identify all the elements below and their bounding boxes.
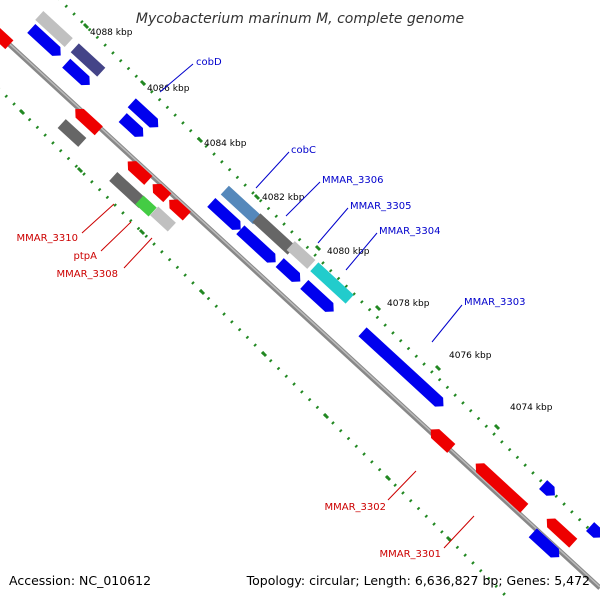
kbp-label-4084: 4084 kbp	[204, 139, 247, 149]
gene-ptpA[interactable]	[135, 195, 157, 217]
gene-MMAR_3308[interactable]	[150, 206, 176, 232]
inner-tick-e	[260, 350, 268, 358]
callout-ptpA	[100, 221, 132, 252]
tick-4076	[434, 364, 442, 372]
callout-MMAR_3308	[123, 237, 153, 269]
map-title: Mycobacterium marinum M, complete genome	[136, 11, 464, 27]
accession-text: Accession: NC_010612	[9, 573, 151, 588]
label-cobD[interactable]: cobD	[196, 57, 222, 68]
gene-feature-4071[interactable]	[586, 522, 600, 542]
inner-tick-a	[18, 108, 26, 116]
tick-4078	[374, 304, 382, 312]
gene-MMAR_3305[interactable]	[286, 241, 316, 269]
gene-MMAR_3305-lower[interactable]	[275, 258, 305, 286]
kbp-label-4078: 4078 kbp	[387, 299, 430, 309]
topology-text: Topology: circular; Length: 6,636,827 bp…	[246, 573, 590, 588]
gene-feature-4085[interactable]	[118, 113, 148, 141]
gene-feature-4072[interactable]	[528, 528, 564, 561]
gene-MMAR_3306-lower[interactable]	[236, 225, 279, 266]
inner-tick-line	[0, 87, 513, 600]
label-MMAR_3308[interactable]: MMAR_3308	[57, 269, 119, 280]
forward-callouts	[159, 63, 463, 343]
tick-4088	[82, 22, 90, 30]
callout-MMAR_3303	[431, 304, 463, 343]
gene-feature-4088d[interactable]	[62, 58, 94, 89]
label-MMAR_3302[interactable]: MMAR_3302	[325, 502, 387, 513]
gene-feature-4086r[interactable]	[71, 105, 103, 136]
tick-4074	[493, 423, 501, 431]
callout-MMAR_3302	[387, 470, 417, 501]
gene-MMAR_3303[interactable]	[358, 327, 447, 410]
gene-cobD[interactable]	[127, 98, 163, 131]
gene-MMAR_3301[interactable]	[472, 459, 529, 513]
label-MMAR_3301[interactable]: MMAR_3301	[380, 549, 442, 560]
label-MMAR_3306[interactable]: MMAR_3306	[322, 175, 384, 186]
forward-gene-labels: cobD cobC MMAR_3306 MMAR_3305 MMAR_3304 …	[196, 57, 526, 308]
callout-MMAR_3304	[345, 232, 378, 271]
gene-MMAR_3310[interactable]	[109, 172, 147, 208]
kbp-label-4088: 4088 kbp	[90, 28, 133, 38]
gene-feature-4088a[interactable]	[35, 11, 73, 47]
reverse-genes	[0, 26, 578, 548]
gene-cobC-lower[interactable]	[207, 198, 245, 234]
kbp-label-4082: 4082 kbp	[262, 193, 305, 203]
label-MMAR_3310[interactable]: MMAR_3310	[17, 233, 79, 244]
gene-feature-edge[interactable]	[0, 26, 14, 50]
label-MMAR_3305[interactable]: MMAR_3305	[350, 201, 412, 212]
inner-tick-d	[198, 288, 206, 296]
gene-cobC[interactable]	[220, 185, 262, 225]
gene-feature-4072r[interactable]	[543, 514, 578, 548]
label-ptpA[interactable]: ptpA	[74, 251, 98, 262]
gene-feature-4073[interactable]	[539, 480, 559, 500]
kbp-label-4080: 4080 kbp	[327, 247, 370, 257]
callout-MMAR_3310	[81, 203, 115, 234]
kbp-label-4076: 4076 kbp	[449, 351, 492, 361]
tick-4082	[253, 193, 261, 201]
tick-4080	[314, 244, 322, 252]
label-MMAR_3304[interactable]: MMAR_3304	[379, 226, 441, 237]
forward-genes	[27, 11, 600, 561]
kbp-label-4086: 4086 kbp	[147, 84, 190, 94]
inner-tick-c	[138, 228, 146, 236]
gene-feature-4088c[interactable]	[70, 43, 106, 77]
callout-cobD	[159, 63, 194, 93]
callout-MMAR_3305	[317, 207, 349, 244]
gene-feature-4084r[interactable]	[124, 157, 153, 185]
inner-tick-g	[384, 474, 392, 482]
gene-feature-4088b[interactable]	[27, 24, 65, 60]
inner-tick-b	[76, 166, 84, 174]
major-ticks	[18, 22, 501, 543]
tick-4084	[196, 136, 204, 144]
inner-tick-f	[322, 412, 330, 420]
callout-MMAR_3306	[285, 181, 321, 217]
reverse-gene-labels: MMAR_3310 ptpA MMAR_3308 MMAR_3302 MMAR_…	[17, 233, 442, 560]
reverse-callouts	[81, 203, 475, 549]
gene-MMAR_3302[interactable]	[427, 425, 456, 453]
inner-tick-h	[445, 535, 453, 543]
gene-MMAR_3304[interactable]	[310, 262, 354, 304]
callout-MMAR_3301	[443, 515, 475, 549]
callout-cobC	[255, 151, 290, 189]
label-MMAR_3303[interactable]: MMAR_3303	[464, 297, 526, 308]
label-cobC[interactable]: cobC	[291, 145, 316, 156]
tick-4086	[139, 79, 147, 87]
kbp-labels: 4088 kbp 4086 kbp 4084 kbp 4082 kbp 4080…	[90, 28, 553, 413]
gene-feature-4084r3[interactable]	[165, 195, 191, 221]
gene-MMAR_3304-lower[interactable]	[300, 280, 338, 316]
gene-feature-4084r2[interactable]	[149, 180, 172, 203]
gene-feature-4086g[interactable]	[57, 119, 87, 147]
kbp-label-4074: 4074 kbp	[510, 403, 553, 413]
gene-MMAR_3306[interactable]	[252, 213, 296, 255]
